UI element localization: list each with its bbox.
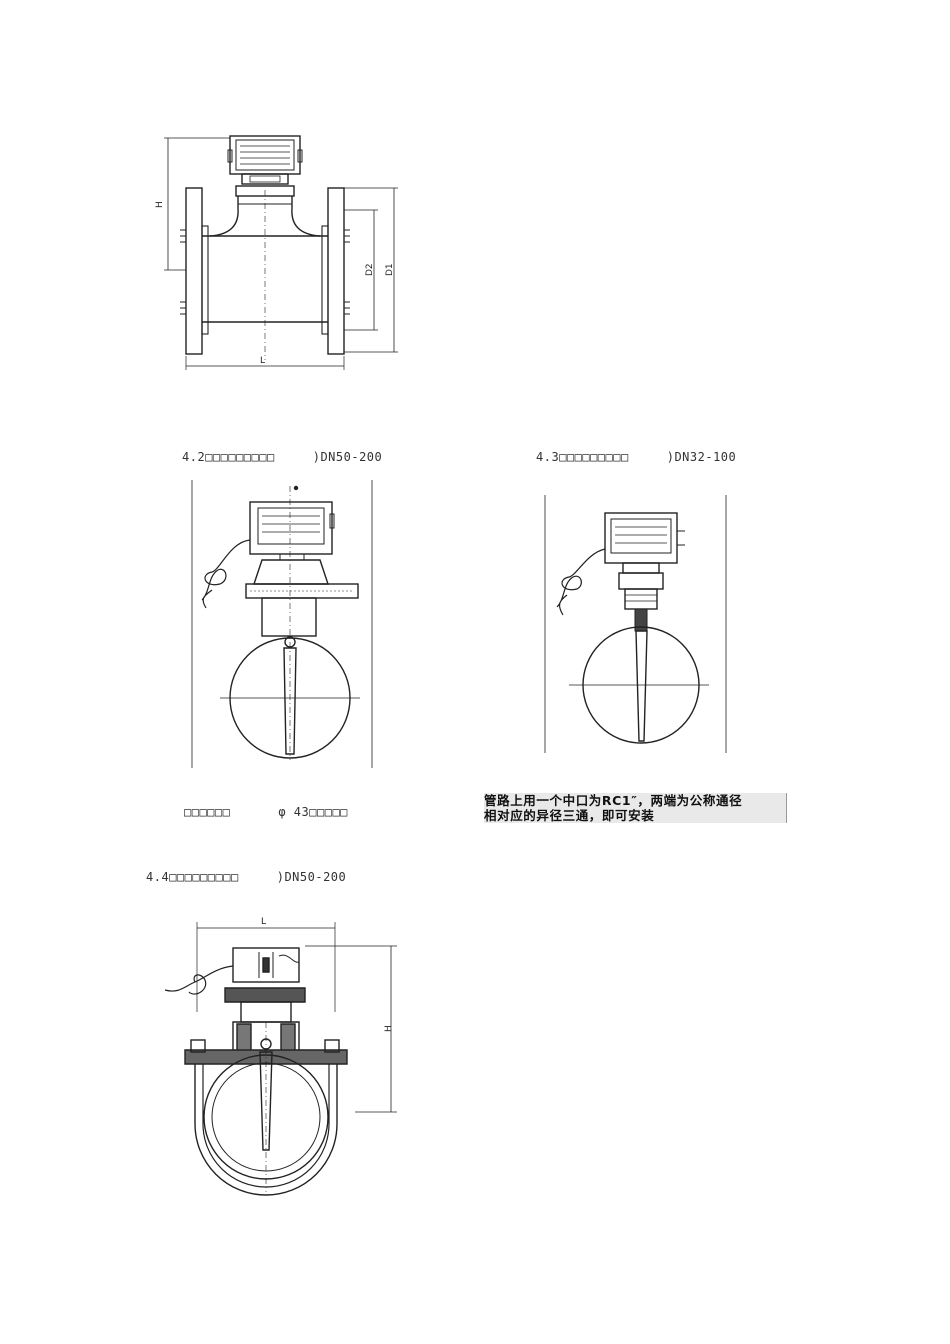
dim-label-d2: D2 — [365, 263, 375, 276]
note-left: □□□□□□ φ 43□□□□□ — [184, 805, 348, 819]
note-left-symbol: φ 43 — [278, 805, 310, 819]
caption-fig-4-4: 4.4□□□□□□□□□ )DN50-200 — [146, 870, 346, 884]
dim-label-h: H — [384, 1025, 394, 1032]
figure-insertion-thread — [543, 495, 729, 757]
caption-number: 4.4 — [146, 870, 170, 884]
caption-range: )DN32-100 — [666, 450, 737, 464]
note-left-prefix: □□□□□□ — [184, 805, 231, 819]
note-right-box: 管路上用一个中口为RC1″，两端为公称通径 相对应的异径三通，即可安装 — [484, 793, 787, 823]
dim-label-d1: D1 — [385, 263, 395, 276]
caption-number: 4.2 — [182, 450, 206, 464]
caption-fig-4-2: 4.2□□□□□□□□□ )DN50-200 — [182, 450, 382, 464]
note-right-line2: 相对应的异径三通，即可安装 — [484, 808, 655, 823]
dim-label-l: L — [260, 356, 265, 366]
caption-range: )DN50-200 — [276, 870, 347, 884]
caption-obscured-text: □□□□□□□□□ — [559, 450, 629, 464]
caption-number: 4.3 — [536, 450, 560, 464]
dim-label-h: H — [155, 201, 165, 208]
note-right-line1: 管路上用一个中口为RC1″，两端为公称通径 — [484, 793, 743, 808]
caption-obscured-text: □□□□□□□□□ — [169, 870, 239, 884]
figure-saddle-meter: L H — [155, 912, 405, 1197]
figure-insertion-flange — [190, 480, 376, 770]
caption-fig-4-3: 4.3□□□□□□□□□ )DN32-100 — [536, 450, 736, 464]
note-left-suffix: □□□□□ — [309, 805, 348, 819]
figure-flanged-meter: H D2 D1 L — [150, 130, 410, 375]
dim-label-l: L — [261, 917, 266, 927]
caption-range: )DN50-200 — [312, 450, 383, 464]
caption-obscured-text: □□□□□□□□□ — [205, 450, 275, 464]
